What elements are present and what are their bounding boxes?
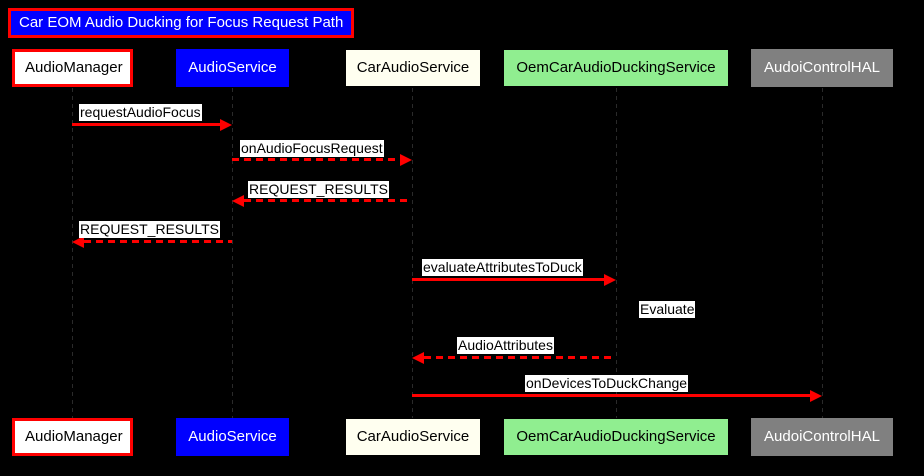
message-arrowhead-3 xyxy=(72,236,84,248)
message-line-1 xyxy=(232,158,400,161)
message-arrowhead-4 xyxy=(604,274,616,286)
diagram-title: Car EOM Audio Ducking for Focus Request … xyxy=(8,8,355,38)
lifeline-oemcaraudioduckingservice xyxy=(616,88,617,418)
message-line-3 xyxy=(84,240,232,243)
lifeline-audoicontrolhal xyxy=(822,88,823,418)
participant-foot-audioservice[interactable]: AudioService xyxy=(176,418,289,456)
participant-head-audiomanager[interactable]: AudioManager xyxy=(12,49,133,87)
participant-foot-caraudioservice[interactable]: CarAudioService xyxy=(345,418,481,456)
participant-head-audioservice[interactable]: AudioService xyxy=(176,49,289,87)
message-label-request-results: REQUEST_RESULTS xyxy=(248,181,389,198)
participant-head-caraudioservice[interactable]: CarAudioService xyxy=(345,49,481,87)
message-line-6 xyxy=(412,394,810,397)
participant-foot-audoicontrolhal[interactable]: AudoiControlHAL xyxy=(751,418,893,456)
message-line-5 xyxy=(424,356,616,359)
message-line-4 xyxy=(412,278,604,281)
message-label-onaudiofocusrequest: onAudioFocusRequest xyxy=(240,140,384,157)
message-line-0 xyxy=(72,123,220,126)
participant-foot-audiomanager[interactable]: AudioManager xyxy=(12,418,133,456)
message-label-evaluateattributestoduck: evaluateAttributesToDuck xyxy=(422,259,583,276)
message-arrowhead-1 xyxy=(400,154,412,166)
lifeline-audioservice xyxy=(232,88,233,418)
message-label-audioattributes: AudioAttributes xyxy=(457,337,554,354)
note-label-evaluate: Evaluate xyxy=(639,301,696,318)
message-label-requestaudiofocus: requestAudioFocus xyxy=(79,104,202,121)
message-label-request-results: REQUEST_RESULTS xyxy=(79,221,220,238)
message-label-ondevicestoduckchange: onDevicesToDuckChange xyxy=(525,375,689,392)
message-arrowhead-0 xyxy=(220,119,232,131)
message-arrowhead-6 xyxy=(810,390,822,402)
participant-foot-oemcaraudioduckingservice[interactable]: OemCarAudioDuckingService xyxy=(503,418,729,456)
message-arrowhead-2 xyxy=(232,195,244,207)
lifeline-audiomanager xyxy=(72,88,73,418)
message-arrowhead-5 xyxy=(412,352,424,364)
participant-head-oemcaraudioduckingservice[interactable]: OemCarAudioDuckingService xyxy=(503,49,729,87)
lifeline-caraudioservice xyxy=(412,88,413,418)
message-line-2 xyxy=(244,199,412,202)
participant-head-audoicontrolhal[interactable]: AudoiControlHAL xyxy=(751,49,893,87)
